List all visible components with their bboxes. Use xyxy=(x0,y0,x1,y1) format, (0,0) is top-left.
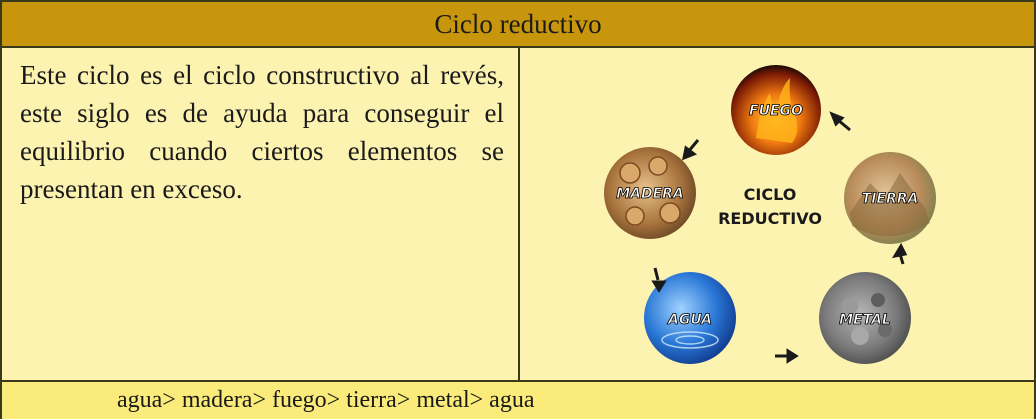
madera-label: MADERA xyxy=(616,186,684,202)
cycle-diagram-cell: FUEGO TIERRA METAL xyxy=(520,48,1034,380)
sequence-text: agua> madera> fuego> tierra> metal> agua xyxy=(117,387,535,413)
fuego-circle: FUEGO xyxy=(731,65,821,155)
description-text: Este ciclo es el ciclo constructivo al r… xyxy=(20,60,504,204)
arrow-fuego-to-madera-head xyxy=(681,145,698,161)
agua-label: AGUA xyxy=(667,312,712,328)
tierra-circle: TIERRA xyxy=(844,152,936,244)
arrow-agua-to-metal-head xyxy=(786,348,799,364)
cycle-diagram: FUEGO TIERRA METAL xyxy=(604,65,936,364)
sequence-row: agua> madera> fuego> tierra> metal> agua xyxy=(0,380,1036,419)
tierra-label: TIERRA xyxy=(862,191,919,207)
fuego-label: FUEGO xyxy=(749,103,803,119)
description-cell: Este ciclo es el ciclo constructivo al r… xyxy=(2,48,520,380)
agua-circle: AGUA xyxy=(644,272,736,364)
madera-circle: MADERA xyxy=(604,147,696,239)
arrow-madera-to-agua xyxy=(653,267,660,281)
metal-circle: METAL xyxy=(819,272,911,364)
arrow-metal-to-tierra-head xyxy=(891,242,908,259)
arrow-tierra-to-fuego-head xyxy=(829,111,845,127)
center-label-line2: REDUCTIVO xyxy=(718,209,822,228)
metal-label: METAL xyxy=(839,312,891,328)
arrow-madera-to-agua-head xyxy=(651,280,667,293)
cycle-arrows xyxy=(651,111,908,364)
center-label-line1: CICLO xyxy=(744,185,797,204)
content-row: Este ciclo es el ciclo constructivo al r… xyxy=(0,48,1036,380)
table-title: Ciclo reductivo xyxy=(434,8,602,39)
table-header: Ciclo reductivo xyxy=(0,0,1036,48)
